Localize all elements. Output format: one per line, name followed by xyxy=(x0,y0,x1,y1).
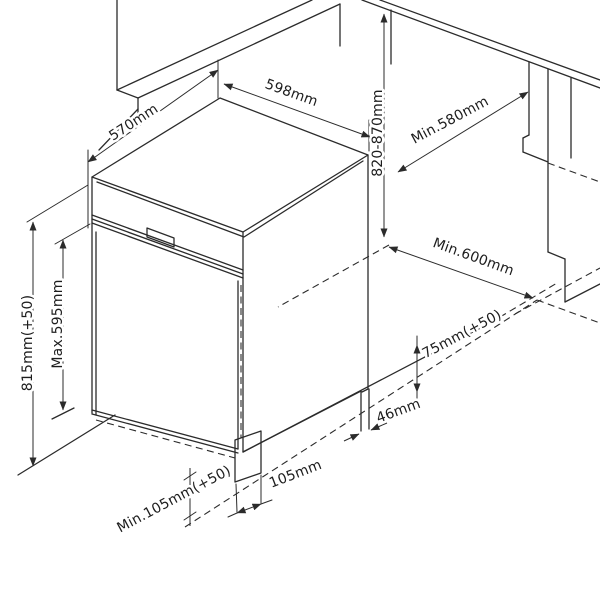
dim-niche-width: Min.600mm xyxy=(388,233,534,299)
label-door-height: Max.595mm xyxy=(50,279,66,368)
dim-plinth-height: Min.105mm(+50) xyxy=(112,460,236,539)
label-appliance-height: 815mm(+50) xyxy=(20,295,36,391)
niche-left-wall xyxy=(98,0,392,151)
label-top-width: 598mm xyxy=(263,76,320,110)
label-niche-width: Min.600mm xyxy=(431,235,516,279)
plinth-panel xyxy=(234,430,262,483)
dim-appliance-height: 815mm(+50) xyxy=(18,184,89,467)
dim-niche-depth: Min.580mm xyxy=(397,91,529,173)
label-plinth-height: Min.105mm(+50) xyxy=(114,463,233,537)
label-leveling-range: 75mm(+50) xyxy=(420,307,505,362)
niche-right-cabinet xyxy=(522,61,600,303)
dim-door-height: Max.595mm xyxy=(48,223,91,411)
dim-niche-height: 820-870mm xyxy=(368,13,389,238)
countertop xyxy=(361,0,600,89)
dishwasher-top-edge-inner xyxy=(96,160,364,238)
label-niche-height: 820-870mm xyxy=(370,89,386,177)
label-plinth-depth: 105mm xyxy=(267,457,324,492)
control-panel xyxy=(91,214,244,279)
dim-rear-gap: 46mm xyxy=(343,393,425,442)
hidden-floor-edges xyxy=(184,244,600,528)
dim-top-width: 598mm xyxy=(223,74,371,152)
dishwasher xyxy=(91,97,370,483)
dim-leveling-range: 75mm(+50) xyxy=(413,304,507,401)
dim-plinth-depth: 105mm xyxy=(227,454,327,518)
label-top-depth: 570mm xyxy=(106,101,161,144)
panel-display xyxy=(146,227,175,248)
